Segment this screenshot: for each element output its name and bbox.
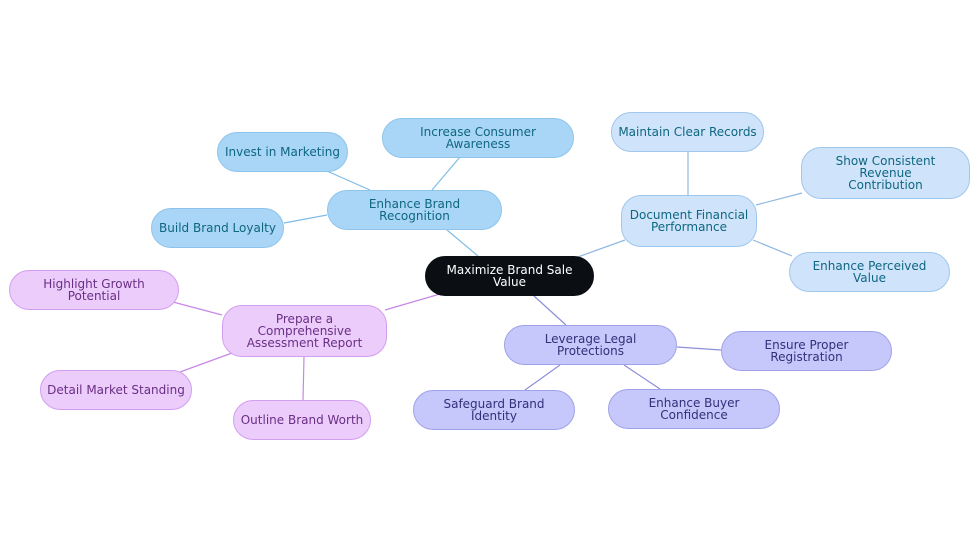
node-enhance-buyer-confidence[interactable]: Enhance Buyer Confidence <box>608 389 780 429</box>
edge-root-assessment <box>384 293 441 311</box>
edge-root-financial <box>574 239 626 259</box>
node-enhance-perceived-value[interactable]: Enhance Perceived Value <box>789 252 950 292</box>
node-increase-consumer-awareness[interactable]: Increase Consumer Awareness <box>382 118 574 158</box>
node-outline-brand-worth[interactable]: Outline Brand Worth <box>233 400 371 440</box>
edge-root-brand-recognition <box>446 229 479 257</box>
node-maintain-clear-records[interactable]: Maintain Clear Records <box>611 112 764 152</box>
edge-legal-confidence <box>623 364 661 390</box>
node-detail-market-standing[interactable]: Detail Market Standing <box>40 370 192 410</box>
edge-brand-loyalty <box>283 214 328 224</box>
root-node[interactable]: Maximize Brand Sale Value <box>425 256 594 296</box>
edge-legal-registration <box>676 346 722 351</box>
edge-assessment-worth <box>302 356 305 401</box>
edge-assessment-standing <box>179 352 233 373</box>
node-build-brand-loyalty[interactable]: Build Brand Loyalty <box>151 208 284 248</box>
node-show-consistent-revenue[interactable]: Show Consistent Revenue Contribution <box>801 147 970 199</box>
edge-assessment-growth <box>172 301 223 316</box>
edge-financial-revenue <box>755 192 803 206</box>
node-prepare-assessment-report[interactable]: Prepare a Comprehensive Assessment Repor… <box>222 305 387 357</box>
edge-financial-perceived <box>752 239 793 257</box>
node-highlight-growth-potential[interactable]: Highlight Growth Potential <box>9 270 179 310</box>
edge-brand-awareness <box>431 156 461 191</box>
node-safeguard-brand-identity[interactable]: Safeguard Brand Identity <box>413 390 575 430</box>
node-leverage-legal-protections[interactable]: Leverage Legal Protections <box>504 325 677 365</box>
node-ensure-proper-registration[interactable]: Ensure Proper Registration <box>721 331 892 371</box>
edge-root-legal <box>533 295 567 326</box>
node-enhance-brand-recognition[interactable]: Enhance Brand Recognition <box>327 190 502 230</box>
node-document-financial-performance[interactable]: Document Financial Performance <box>621 195 757 247</box>
node-invest-in-marketing[interactable]: Invest in Marketing <box>217 132 348 172</box>
edge-legal-identity <box>524 364 561 391</box>
